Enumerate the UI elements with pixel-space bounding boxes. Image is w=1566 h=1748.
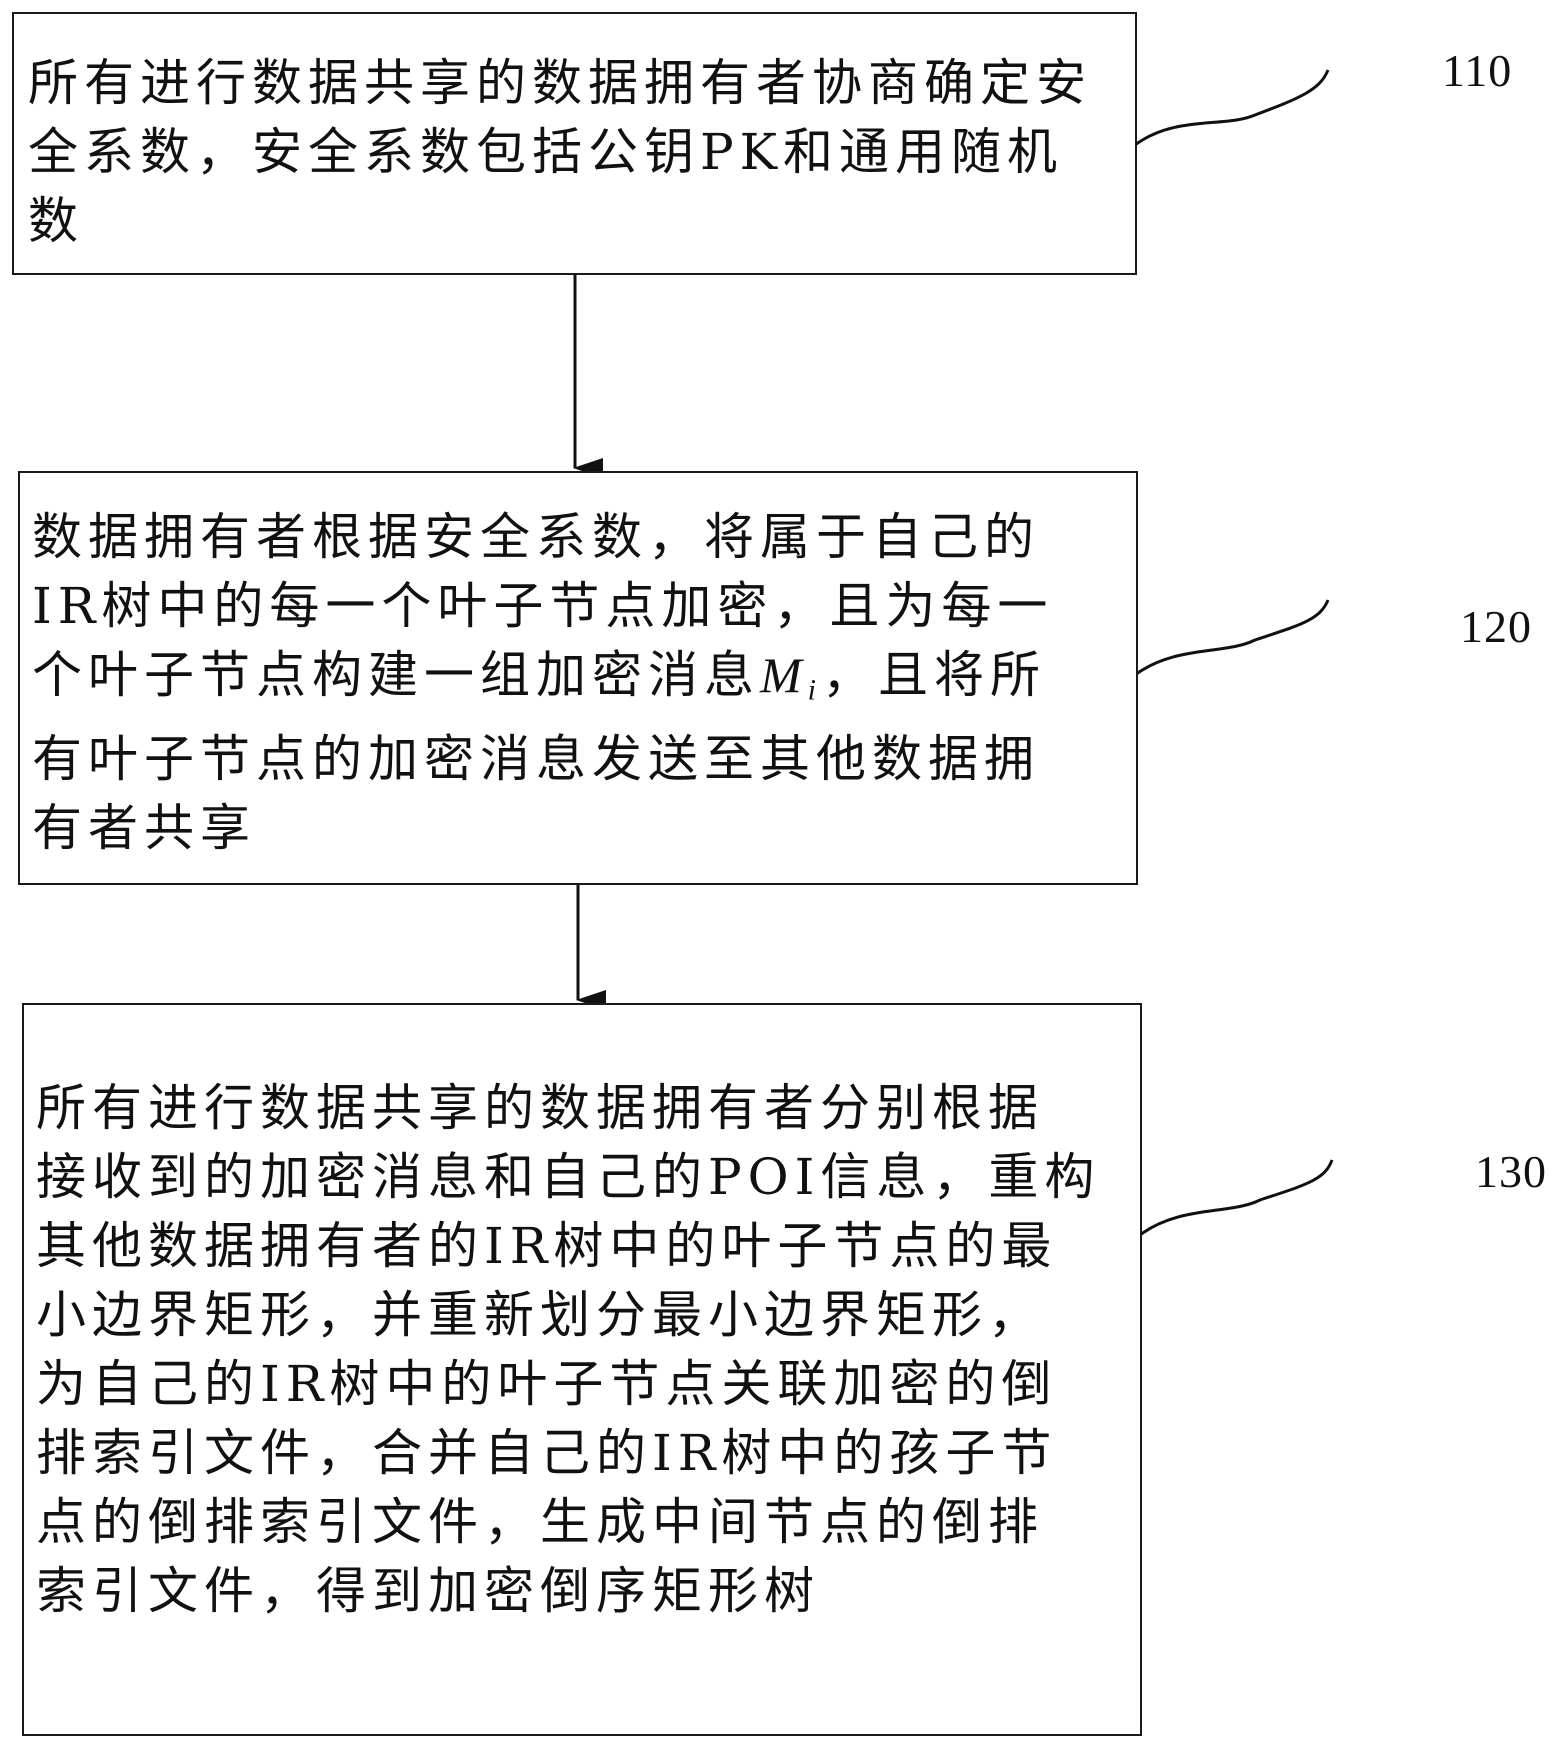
step-120-line-3: 个叶子节点构建一组加密消息Mi，且将所 [32, 641, 1053, 725]
step-120-line-5: 有者共享 [32, 798, 256, 857]
step-130-line-6: 排索引文件，合并自己的IR树中的孩子节 [36, 1424, 1058, 1482]
step-120-line-2: IR树中的每一个叶子节点加密，且为每一 [32, 577, 1054, 635]
leader-line-130 [1139, 1159, 1334, 1237]
step-120-line-4: 有叶子节点的加密消息发送至其他数据拥 [32, 729, 1040, 788]
step-130-line-5: 为自己的IR树中的叶子节点关联加密的倒 [36, 1355, 1058, 1413]
step-110-line-1: 所有进行数据共享的数据拥有者协商确定安 [28, 54, 1092, 112]
step-text-110: 所有进行数据共享的数据拥有者协商确定安 全系数，安全系数包括公钥PK和通用随机 … [28, 49, 1092, 256]
step-120-line-3-text: 个叶子节点构建一组加密消息 [32, 646, 760, 704]
step-text-120: 数据拥有者根据安全系数，将属于自己的 IR树中的每一个叶子节点加密，且为每一 个… [32, 503, 1053, 863]
math-var-name: M [760, 647, 808, 703]
step-box-130: 所有进行数据共享的数据拥有者分别根据 接收到的加密消息和自己的POI信息，重构 … [22, 1003, 1142, 1736]
step-130-line-7: 点的倒排索引文件，生成中间节点的倒排 [36, 1493, 1044, 1551]
step-110-line-3: 数 [28, 192, 84, 250]
math-var-subscript: i [807, 673, 822, 707]
step-130-line-8: 索引文件，得到加密倒序矩形树 [36, 1562, 820, 1620]
step-110-line-2: 全系数，安全系数包括公钥PK和通用随机 [28, 123, 1063, 181]
encrypted-message-symbol: Mi [760, 647, 822, 707]
step-120-line-1: 数据拥有者根据安全系数，将属于自己的 [32, 508, 1040, 566]
step-label-110: 110 [1442, 45, 1513, 96]
step-120-line-3-rest: ，且将所 [822, 646, 1046, 704]
step-130-line-4: 小边界矩形，并重新划分最小边界矩形， [36, 1286, 1044, 1344]
step-130-line-3: 其他数据拥有者的IR树中的叶子节点的最 [36, 1217, 1058, 1275]
step-130-line-1: 所有进行数据共享的数据拥有者分别根据 [36, 1079, 1044, 1137]
leader-line-120 [1134, 599, 1330, 677]
leader-line-110 [1134, 69, 1330, 147]
step-label-120: 120 [1460, 601, 1532, 652]
step-box-120: 数据拥有者根据安全系数，将属于自己的 IR树中的每一个叶子节点加密，且为每一 个… [18, 471, 1138, 885]
step-label-130: 130 [1475, 1146, 1547, 1197]
step-text-130: 所有进行数据共享的数据拥有者分别根据 接收到的加密消息和自己的POI信息，重构 … [36, 1074, 1100, 1626]
step-box-110: 所有进行数据共享的数据拥有者协商确定安 全系数，安全系数包括公钥PK和通用随机 … [12, 12, 1137, 275]
step-130-line-2: 接收到的加密消息和自己的POI信息，重构 [36, 1148, 1101, 1206]
